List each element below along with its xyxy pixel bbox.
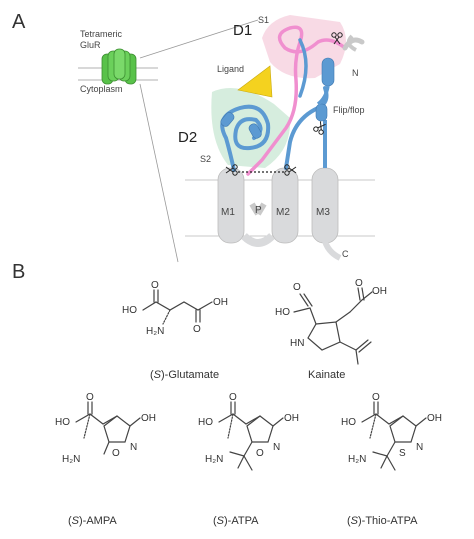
receptor-overview: Tetrameric GluR Cytoplasm	[78, 19, 259, 263]
n-terminus-label: N	[352, 68, 359, 78]
ligand-label: Ligand	[217, 64, 244, 74]
atom-label: HO	[198, 417, 213, 428]
atom-label: OH	[372, 286, 387, 297]
ligand-triangle	[237, 65, 273, 98]
kainate-name: Kainate	[308, 369, 345, 381]
panel-label-b: B	[12, 261, 25, 283]
atom-label: HO	[341, 417, 356, 428]
atom-label: O	[112, 448, 120, 459]
atom-label: O	[355, 278, 363, 289]
atom-label: H₂N	[348, 454, 366, 465]
d2-label: D2	[178, 129, 197, 146]
m2-helix	[271, 167, 299, 244]
atom-label: S	[399, 448, 406, 459]
glutamate-name: (S)-Glutamate	[150, 369, 219, 381]
p-label: P	[255, 205, 262, 216]
atom-label: OH	[141, 413, 156, 424]
atom-label: N	[130, 442, 137, 453]
s1-chain	[246, 25, 365, 176]
atom-label: OH	[427, 413, 442, 424]
atom-label: OH	[284, 413, 299, 424]
cytoplasm-label: Cytoplasm	[80, 84, 123, 94]
atom-label: HN	[290, 338, 304, 349]
m2-label: M2	[276, 207, 290, 218]
atom-label: H₂N	[205, 454, 223, 465]
atom-label: H₂N	[146, 326, 164, 337]
atom-label: O	[229, 392, 237, 403]
ampa-structure: HO O H₂N OH O N	[55, 392, 156, 465]
atom-label: O	[86, 392, 94, 403]
atpa-name: (S)-ATPA	[213, 515, 259, 527]
d1-label: D1	[233, 22, 252, 39]
atom-label: HO	[275, 307, 290, 318]
m1-label: M1	[221, 207, 235, 218]
atom-label: HO	[55, 417, 70, 428]
atom-label: N	[416, 442, 423, 453]
receptor-title-line2: GluR	[80, 40, 101, 50]
ampa-name: (S)-AMPA	[68, 515, 117, 527]
thio-atpa-structure: HO O H₂N OH S N	[341, 392, 442, 471]
atom-label: O	[151, 280, 159, 291]
atom-label: O	[256, 448, 264, 459]
tetrameric-receptor-icon	[101, 48, 137, 85]
atom-label: N	[273, 442, 280, 453]
atom-label: O	[293, 282, 301, 293]
atom-label: O	[193, 324, 201, 335]
m3-label: M3	[316, 207, 330, 218]
atom-label: O	[372, 392, 380, 403]
flipflop-label: Flip/flop	[333, 105, 365, 115]
receptor-title-line1: Tetrameric	[80, 29, 123, 39]
atom-label: H₂N	[62, 454, 80, 465]
kainate-structure: HO O HN O OH	[275, 278, 387, 365]
p-loop	[241, 233, 275, 247]
atom-label: HO	[122, 305, 137, 316]
pore-helix	[249, 202, 267, 216]
m1-helix	[217, 167, 245, 244]
glutamate-structure: HO O H₂N OH O	[122, 280, 228, 337]
atom-label: OH	[213, 297, 228, 308]
atpa-structure: HO O H₂N OH O N	[198, 392, 299, 471]
c-terminal-tail	[322, 240, 342, 261]
s2-label: S2	[200, 154, 211, 164]
c-terminus-label: C	[342, 249, 349, 259]
m3-helix	[311, 167, 339, 244]
transmembrane-segments	[217, 167, 339, 247]
s1-label: S1	[258, 15, 269, 25]
panel-label-a: A	[12, 11, 26, 33]
thio-atpa-name: (S)-Thio-ATPA	[347, 515, 418, 527]
